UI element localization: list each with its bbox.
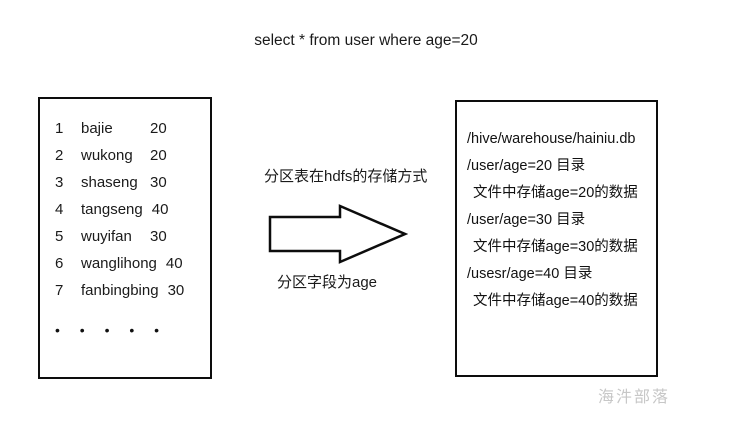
row-age: 30 [150, 228, 167, 245]
hdfs-dir-line: /usesr/age=40 目录 [467, 266, 593, 282]
table-row: 5 wuyifan 30 [55, 228, 210, 255]
table-row: 6 wanglihong 40 [55, 255, 210, 282]
row-age: 20 [150, 120, 167, 137]
row-id: 7 [55, 282, 64, 299]
table-row: 2 wukong 20 [55, 147, 210, 174]
row-id: 6 [55, 255, 64, 272]
hdfs-db-path-line: /hive/warehouse/hainiu.db [467, 131, 636, 147]
row-id: 5 [55, 228, 64, 245]
row-name: bajie [81, 120, 113, 137]
row-id: 3 [55, 174, 64, 191]
hdfs-dir-line: /user/age=20 目录 [467, 158, 586, 174]
partition-field-label: 分区字段为age [277, 274, 378, 291]
row-name: fanbingbing [81, 282, 159, 299]
hdfs-structure-box: /hive/warehouse/hainiu.db /user/age=20 目… [455, 100, 658, 377]
row-age: 40 [151, 201, 169, 218]
partition-storage-label: 分区表在hdfs的存储方式 [264, 168, 428, 185]
row-id: 2 [55, 147, 64, 164]
row-age: 30 [150, 174, 167, 191]
row-age: 30 [167, 282, 185, 299]
user-table-box: 1 bajie 20 2 wukong 20 3 shaseng 30 4 ta… [38, 97, 212, 379]
row-name: wukong [81, 147, 133, 164]
table-row: 7 fanbingbing 30 [55, 282, 210, 309]
row-id: 4 [55, 201, 64, 218]
row-name: tangseng [81, 201, 143, 218]
hdfs-file-data-line: 文件中存储age=40的数据 [473, 293, 638, 309]
row-id: 1 [55, 120, 64, 137]
hdfs-file-data-line: 文件中存储age=20的数据 [473, 185, 638, 201]
hdfs-dir-line: /user/age=30 目录 [467, 212, 586, 228]
row-name: shaseng [81, 174, 138, 191]
sql-query-title: select * from user where age=20 [254, 32, 478, 49]
row-name: wuyifan [81, 228, 132, 245]
row-age: 40 [165, 255, 183, 272]
user-table-rows: 1 bajie 20 2 wukong 20 3 shaseng 30 4 ta… [40, 99, 210, 338]
row-name: wanglihong [81, 255, 157, 272]
row-age: 20 [150, 147, 167, 164]
table-row: 1 bajie 20 [55, 120, 210, 147]
hdfs-file-data-line: 文件中存储age=30的数据 [473, 239, 638, 255]
watermark: 海汼部落 [598, 389, 671, 406]
right-arrow-icon [268, 204, 408, 264]
table-row: 3 shaseng 30 [55, 174, 210, 201]
table-row: 4 tangseng 40 [55, 201, 210, 228]
ellipsis-dots: • • • • • [55, 322, 168, 338]
